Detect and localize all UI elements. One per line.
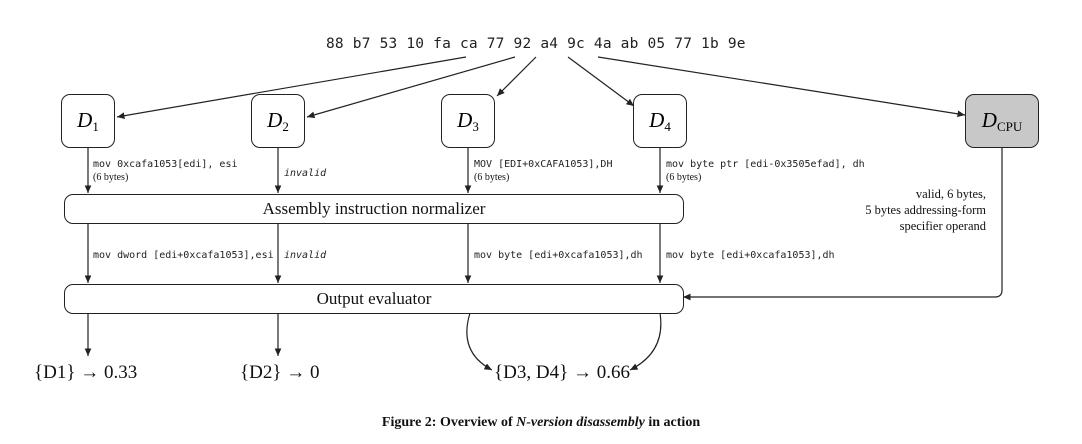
result-d3-d4-score: 0.66 bbox=[596, 362, 630, 383]
input-bytes: 88 b7 53 10 fa ca 77 92 a4 9c 4a ab 05 7… bbox=[326, 36, 746, 52]
caption-emphasis: N-version disassembly bbox=[516, 415, 645, 430]
normalized-output-d4: mov byte [edi+0xcafa1053],dh bbox=[666, 250, 835, 261]
caption-suffix: in action bbox=[644, 415, 701, 430]
disassembler-d2-box: D2 bbox=[251, 94, 305, 148]
normalized-output-d3: mov byte [edi+0xcafa1053],dh bbox=[474, 250, 643, 261]
arrow-cpu-to-evaluator bbox=[683, 148, 1003, 301]
caption-prefix: Figure 2: Overview of bbox=[381, 415, 517, 430]
disassembler-d3-box: D3 bbox=[441, 94, 495, 148]
result-d2-score: 0 bbox=[309, 362, 320, 383]
raw-output-d2: invalid bbox=[284, 168, 327, 179]
disassembler-d4-label: D4 bbox=[649, 107, 671, 134]
raw-output-d4: mov byte ptr [edi-0x3505efad], dh bbox=[666, 159, 865, 170]
evaluator-box: Output evaluator bbox=[64, 284, 684, 314]
normalizer-label: Assembly instruction normalizer bbox=[262, 199, 486, 218]
cpu-note-line-2: 5 bytes addressing-form bbox=[865, 203, 986, 217]
cpu-note-line-3: specifier operand bbox=[899, 219, 986, 233]
raw-output-d1: mov 0xcafa1053[edi], esi bbox=[93, 159, 238, 170]
disassembler-cpu-box: DCPU bbox=[965, 94, 1039, 148]
disassembler-d3-label: D3 bbox=[457, 107, 479, 134]
raw-output-d1-bytes: (6 bytes) bbox=[93, 172, 129, 183]
disassembler-d4-box: D4 bbox=[633, 94, 687, 148]
disassembler-d2-label: D2 bbox=[267, 107, 289, 134]
result-d1: {D1} → 0.33 bbox=[34, 362, 138, 383]
arrow-hex-to-d1 bbox=[116, 56, 467, 120]
disassembler-cpu-label: DCPU bbox=[981, 107, 1023, 134]
raw-output-d3: MOV [EDI+0xCAFA1053],DH bbox=[474, 159, 613, 170]
cpu-note-line-1: valid, 6 bytes, bbox=[915, 187, 986, 201]
result-d2-set: D2 bbox=[249, 362, 273, 383]
raw-output-d3-bytes: (6 bytes) bbox=[474, 172, 510, 183]
normalized-output-d2: invalid bbox=[284, 250, 327, 261]
result-d3-d4: {D3, D4} → 0.66 bbox=[494, 362, 630, 383]
figure-caption: Figure 2: Overview of N-version disassem… bbox=[0, 415, 1082, 431]
arrow-eval-to-r3-right bbox=[629, 312, 662, 371]
arrow-eval-to-r3-left bbox=[466, 312, 493, 371]
arrow-hex-to-d4 bbox=[567, 56, 635, 107]
disassembler-d1-box: D1 bbox=[61, 94, 115, 148]
result-d1-set: D1 bbox=[43, 362, 67, 383]
arrow-hex-to-d2 bbox=[306, 56, 516, 119]
normalizer-box: Assembly instruction normalizer bbox=[64, 194, 684, 224]
result-d3-d4-set: D3, D4 bbox=[503, 362, 560, 383]
disassembler-d1-label: D1 bbox=[77, 107, 99, 134]
cpu-output-note: valid, 6 bytes, 5 bytes addressing-form … bbox=[818, 186, 986, 234]
result-d2: {D2} → 0 bbox=[240, 362, 320, 383]
raw-output-d4-bytes: (6 bytes) bbox=[666, 172, 702, 183]
evaluator-label: Output evaluator bbox=[316, 289, 432, 308]
normalized-output-d1: mov dword [edi+0xcafa1053],esi bbox=[93, 250, 274, 261]
arrow-hex-to-d3 bbox=[496, 56, 537, 97]
result-d1-score: 0.33 bbox=[103, 362, 138, 383]
arrow-hex-to-cpu bbox=[597, 56, 966, 118]
